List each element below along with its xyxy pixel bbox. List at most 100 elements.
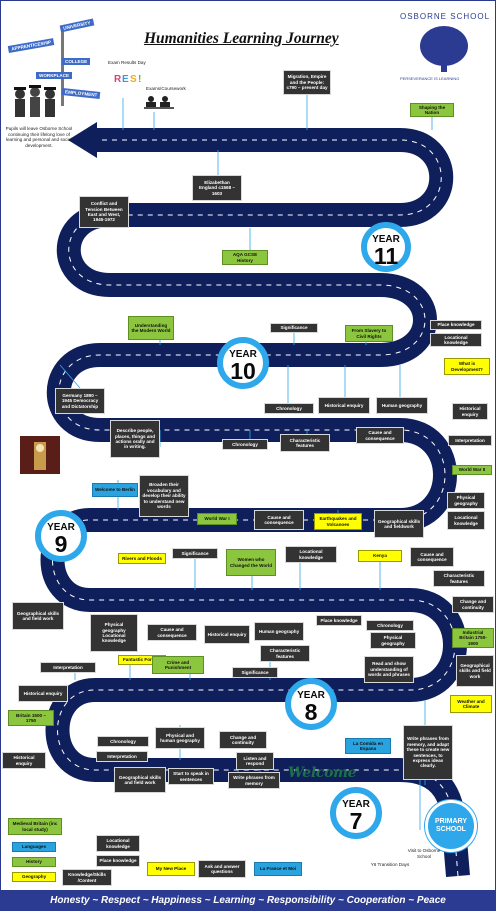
road-arrow-head bbox=[68, 122, 97, 158]
box-aqa-gcse: AQA GCSE History bbox=[222, 250, 268, 265]
box-change-continuity-9: Change and continuity bbox=[452, 596, 494, 613]
box-human-geography-10: Human geography bbox=[376, 397, 428, 414]
box-cause-consequence-10: Cause and consequence bbox=[356, 427, 404, 444]
box-write-phrases: Write phrases from memory bbox=[228, 772, 280, 789]
box-locational-9b: Locational knowledge bbox=[285, 546, 337, 563]
box-weather-climate: Weather and Climate bbox=[450, 695, 492, 713]
box-physical-human-8: Physical and human geography bbox=[155, 727, 205, 749]
box-ask-answer: Ask and answer questions bbox=[198, 860, 246, 878]
box-chronology-8: Chronology bbox=[97, 736, 149, 747]
box-world-war-1: World War I bbox=[197, 513, 237, 525]
results-icon: R E S ! bbox=[114, 74, 141, 85]
box-elizabethan: Elizabethan England c1568 – 1603 bbox=[192, 175, 242, 201]
box-significance-8: Significance bbox=[232, 667, 278, 678]
box-kenya: Kenya bbox=[358, 550, 402, 562]
page-title: Humanities Learning Journey bbox=[144, 30, 339, 47]
students-writing-icon bbox=[144, 96, 174, 109]
box-characteristic-8: Characteristic features bbox=[260, 645, 310, 662]
box-shaping-nation: Shaping the Nation bbox=[410, 103, 454, 117]
legend-geography: Geography bbox=[12, 872, 56, 882]
school-tree-logo bbox=[420, 26, 468, 72]
box-physical-locational-9: Physical geography Locational knowledge bbox=[90, 614, 138, 652]
box-geographical-skills-9: Geographical skills and fieldwork bbox=[374, 510, 424, 538]
box-physical-geography-9: Physical geography bbox=[447, 492, 485, 509]
box-physical-geography-9b: Physical geography bbox=[370, 632, 416, 649]
y6-transition-text: Y6 Transition Days bbox=[370, 862, 410, 867]
box-industrial-britain: Industrial Britain 1750-1900 bbox=[452, 628, 494, 648]
box-la-france: La France et Moi bbox=[254, 862, 302, 876]
legend-knowledge: Knowledge/Skills /Content bbox=[62, 869, 112, 886]
visit-osborne-text: Visit to Osborne School bbox=[407, 848, 441, 859]
box-broaden-vocabulary: Broaden their vocabulary and develop the… bbox=[139, 475, 189, 517]
box-geographical-skills-7: Geographical skills and field work bbox=[114, 767, 166, 793]
box-cause-consequence-9b: Cause and consequence bbox=[410, 547, 454, 567]
road-path bbox=[40, 128, 470, 877]
box-historical-enquiry-9: Historical enquiry bbox=[204, 625, 250, 644]
box-place-knowledge-9: Place knowledge bbox=[316, 615, 362, 626]
leave-text: Pupils will leave Osborne School continu… bbox=[5, 126, 73, 148]
box-germany: Germany 1890 – 1945 Democracy and Dictat… bbox=[55, 388, 105, 414]
exam-results-label: Exam Results Day bbox=[108, 60, 146, 65]
box-historical-enquiry-10: Historical enquiry bbox=[318, 397, 370, 414]
primary-school-badge: PRIMARY SCHOOL bbox=[425, 800, 477, 852]
box-geographical-skills-9b: Geographical skills and field work bbox=[12, 602, 64, 630]
box-crime-punishment: Crime and Punishment bbox=[152, 656, 204, 674]
box-human-geography-9: Human geography bbox=[254, 622, 304, 641]
box-understanding-modern-world: Understanding the Modern World bbox=[128, 316, 174, 340]
box-rivers-floods: Rivers and Floods bbox=[118, 553, 166, 564]
legend-history: History bbox=[12, 857, 56, 867]
box-my-new-place: My New Place bbox=[147, 862, 195, 876]
svg-text:S: S bbox=[130, 74, 137, 85]
box-historical-enquiry-10b: Historical enquiry bbox=[452, 403, 488, 420]
box-describe: Describe people, places, things and acti… bbox=[110, 420, 160, 458]
box-medieval-britain: Medieval Britain (inc local study) bbox=[8, 818, 62, 835]
box-britain-1500-1750: Britain 1500 – 1750 bbox=[8, 710, 54, 726]
svg-text:R: R bbox=[114, 74, 122, 85]
box-geographical-skills-8: Geographical skills and field work bbox=[456, 655, 494, 687]
box-migration: Migration, Empire and the People: c790 –… bbox=[283, 70, 331, 95]
signpost-icon bbox=[61, 26, 64, 106]
box-significance-10: Significance bbox=[270, 323, 318, 333]
box-interpretation-8: Interpretation bbox=[40, 662, 96, 673]
box-read-show-understanding: Read and show understanding of words and… bbox=[364, 656, 414, 683]
box-locational-9: Locational knowledge bbox=[447, 511, 485, 530]
big-ben-icon bbox=[20, 436, 60, 474]
welcome-graphic: Welcome bbox=[288, 765, 357, 781]
graduates-icon bbox=[14, 85, 56, 117]
box-place-knowledge-7: Place knowledge bbox=[96, 855, 140, 867]
box-what-is-development: What is Development? bbox=[444, 358, 490, 375]
box-cause-consequence-9: Cause and consequence bbox=[254, 510, 304, 530]
sign-workplace: WORKPLACE bbox=[36, 72, 73, 79]
svg-text:E: E bbox=[122, 74, 129, 85]
school-motto: PERSEVERANCE IS LEARNING bbox=[400, 76, 460, 81]
box-la-comida: La Comida en Espana bbox=[345, 738, 391, 754]
box-chronology-9: Chronology bbox=[222, 439, 268, 450]
box-write-phrases-adapt: Write phrases from memory, and adapt the… bbox=[403, 725, 453, 780]
box-historical-enquiry-8b: Historical enquiry bbox=[2, 752, 46, 769]
box-significance-9: Significance bbox=[172, 548, 218, 559]
box-interpretation-7: Interpretation bbox=[96, 751, 148, 762]
sign-college: COLLEGE bbox=[62, 58, 91, 65]
box-characteristic-9b: Characteristic features bbox=[433, 570, 485, 587]
school-logo-text: OSBORNE SCHOOL bbox=[400, 12, 491, 21]
box-world-war-2: World War II bbox=[452, 465, 492, 475]
box-change-continuity-8: Change and continuity bbox=[219, 731, 267, 749]
box-women-changed-world: Women who Changed the World bbox=[226, 549, 276, 576]
legend-languages: Languages bbox=[12, 842, 56, 852]
box-cause-consequence-9c: Cause and consequence bbox=[147, 624, 197, 641]
box-historical-enquiry-8: Historical enquiry bbox=[18, 685, 68, 702]
box-slavery-civil-rights: From Slavery to Civil Rights bbox=[345, 325, 393, 342]
exams-coursework-label: Exams/Coursework bbox=[146, 86, 186, 91]
box-locational-10: Locational knowledge bbox=[430, 333, 482, 347]
box-locational-7: Locational knowledge bbox=[96, 835, 140, 852]
box-conflict: Conflict and Tension Between East and We… bbox=[79, 196, 129, 228]
svg-text:!: ! bbox=[138, 74, 141, 85]
box-start-speak: Start to speak in sentences bbox=[168, 768, 214, 785]
box-chronology-9b: Chronology bbox=[366, 620, 414, 631]
box-welcome-berlin: Welcome to Berlin bbox=[92, 483, 138, 497]
